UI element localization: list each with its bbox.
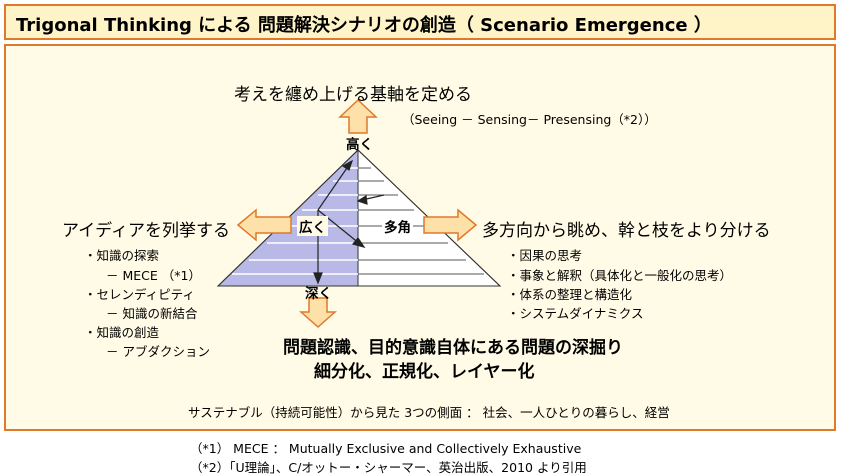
top-subheading: （Seeing － Sensing－ Presensing（*2）） [402,112,657,127]
inner-arrows [313,159,385,285]
left-item: － MECE （*1） [106,268,201,283]
sustainability-note: サステナブル（持続可能性）から見た 3つの側面 ： 社会、一人ひとりの暮らし、経… [188,405,670,420]
label-wide: 広く [297,216,328,236]
left-arrow [236,208,292,242]
left-item: － アブダクション [106,344,210,359]
footnote-2: （*2）「U理論」、C/オットー・シャーマー、英治出版、2010 より引用 [190,460,587,475]
right-heading: 多方向から眺め、幹と枝をより分ける [482,221,771,241]
right-item: ・因果の思考 [507,248,583,263]
top-heading: 考えを纏め上げる基軸を定める [234,85,472,105]
up-arrow [338,98,378,134]
left-heading: アイディアを列挙する [62,221,230,241]
right-item: ・体系の整理と構造化 [507,287,633,302]
left-item: － 知識の新結合 [106,306,198,321]
footnote-1: （*1） MECE ： Mutually Exclusive and Colle… [190,441,582,456]
right-arrow [423,208,478,242]
left-item: ・セレンディピティ [84,287,195,302]
page-title: Trigonal Thinking による 問題解決シナリオの創造（ Scena… [16,15,712,36]
bottom-line-2: 細分化、正規化、レイヤー化 [314,362,535,382]
label-deep: 深く [305,286,332,302]
label-high: 高く [346,137,373,153]
title-bar: Trigonal Thinking による 問題解決シナリオの創造（ Scena… [4,4,836,40]
down-arrow [299,297,337,329]
label-multi: 多角 [382,216,413,236]
right-item: ・システムダイナミクス [507,306,644,321]
bottom-line-1: 問題認識、目的意識自体にある問題の深掘り [283,338,623,358]
pyramid-layers-right [358,167,484,275]
pyramid-layers-left [232,167,358,275]
right-item: ・事象と解釈（具体化と一般化の思考） [507,268,733,283]
left-item: ・知識の探索 [84,248,160,263]
left-item: ・知識の創造 [84,325,160,340]
